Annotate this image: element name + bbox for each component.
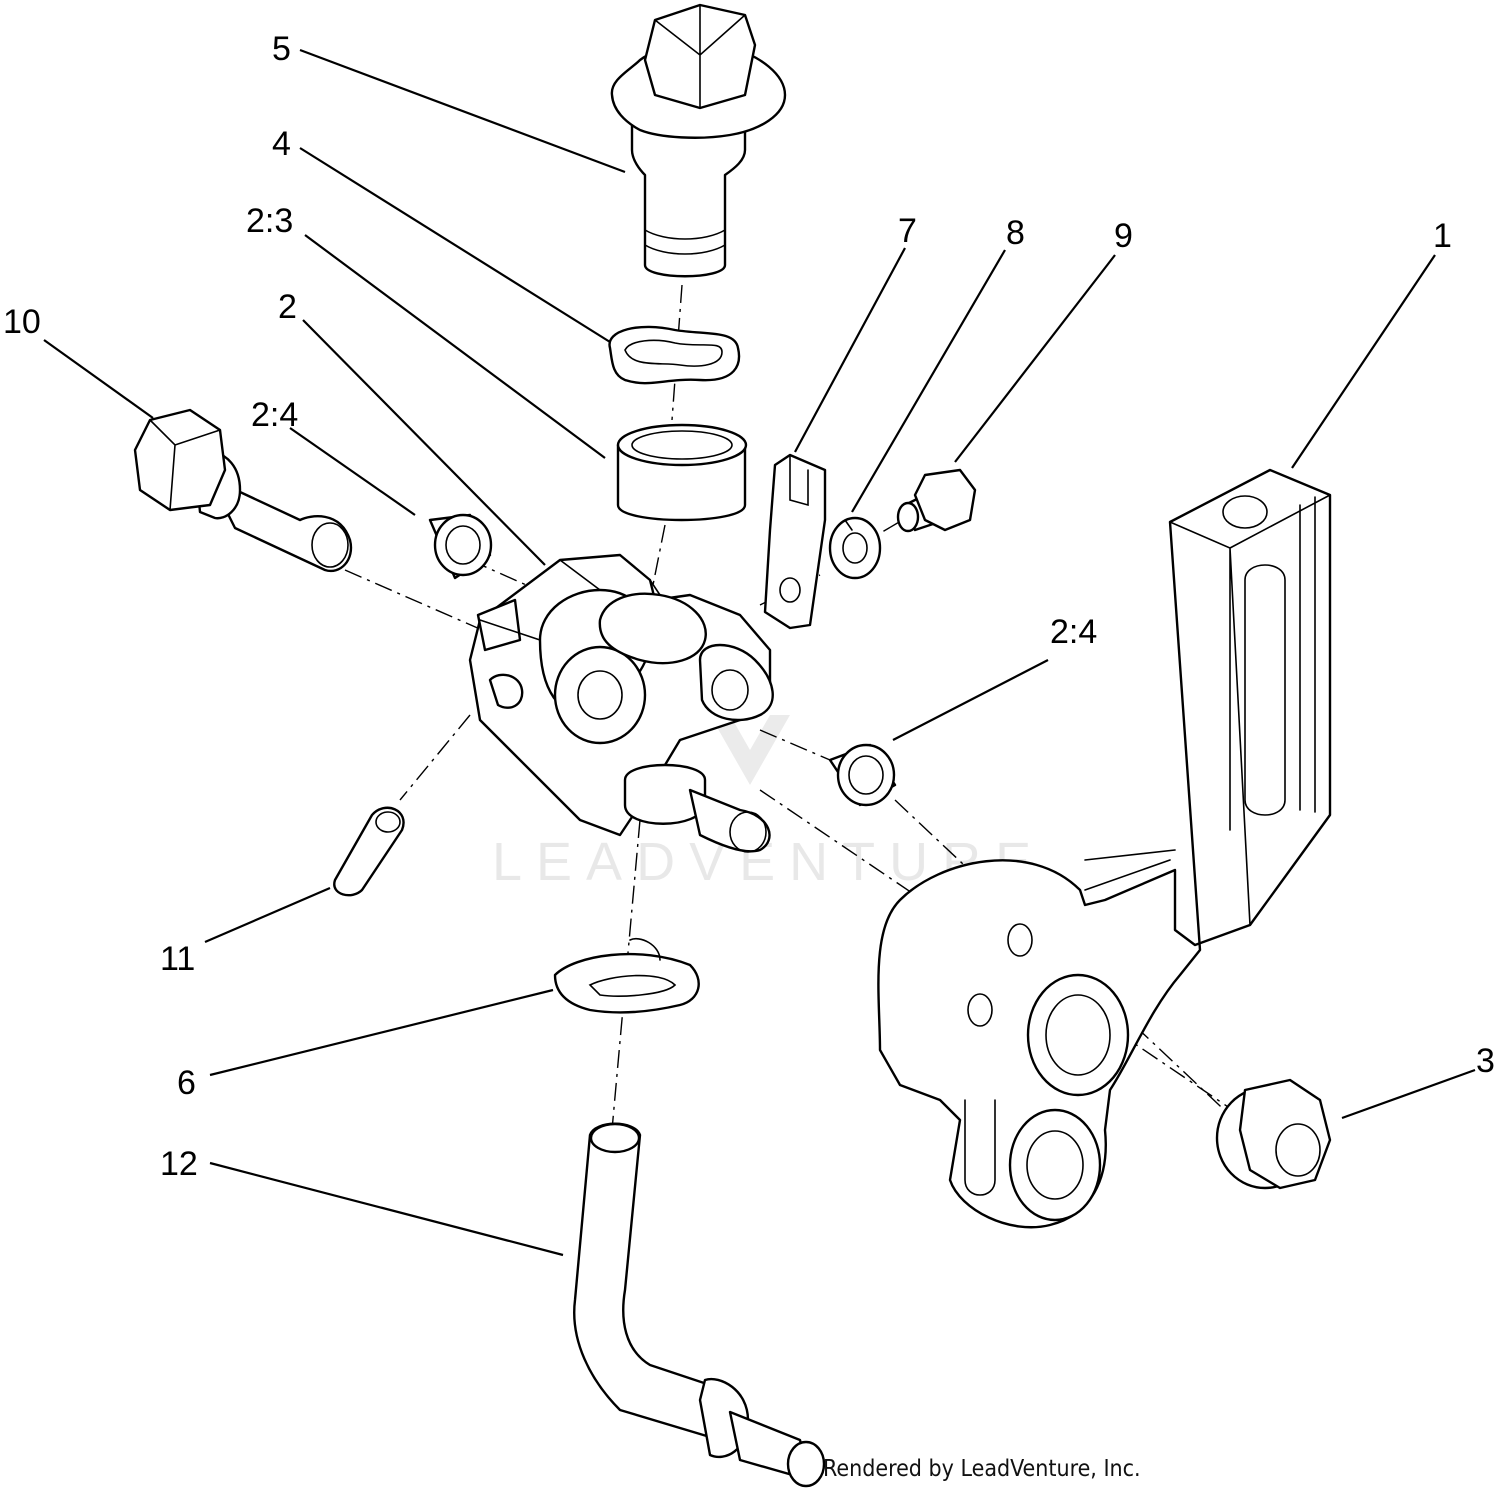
callout-2: 2 [278, 288, 297, 326]
part-2-4-spacer-right [828, 743, 897, 807]
part-1-lever-arm [877, 468, 1332, 1229]
callout-4: 4 [272, 125, 291, 163]
part-10-bolt [133, 408, 353, 573]
part-3-flange-nut [1215, 1078, 1332, 1190]
part-12-bent-rod [573, 1122, 826, 1488]
callout-2-4-right: 2:4 [1050, 613, 1097, 651]
callouts: 5 4 2:3 2 2:4 10 7 8 9 1 2:4 3 11 6 12 [3, 30, 1495, 1183]
callout-7: 7 [898, 212, 917, 250]
callout-9: 9 [1114, 217, 1133, 255]
leader-lines [43, 48, 1476, 1257]
callout-5: 5 [272, 30, 291, 68]
part-2-yoke-housing [468, 553, 774, 853]
callout-2-4-left: 2:4 [251, 396, 298, 434]
part-9-screw [896, 468, 977, 533]
callout-11: 11 [160, 940, 195, 978]
callout-6: 6 [177, 1064, 196, 1102]
callout-8: 8 [1006, 214, 1025, 252]
part-7-bracket [763, 453, 827, 630]
part-8-lock-washer [828, 516, 882, 580]
callout-1: 1 [1433, 217, 1452, 255]
part-5-knob-plug [610, 3, 787, 278]
render-credit: Rendered by LeadVenture, Inc. [823, 1456, 1141, 1482]
part-6-e-clip [553, 938, 700, 1014]
callout-10: 10 [3, 303, 41, 341]
part-2-3-bushing [616, 423, 748, 522]
part-11-roll-pin [333, 806, 405, 897]
callout-2-3: 2:3 [246, 202, 293, 240]
callout-12: 12 [160, 1145, 198, 1183]
callout-3: 3 [1476, 1042, 1495, 1080]
part-4-gasket [608, 325, 741, 385]
part-2-4-spacer-left [428, 513, 493, 580]
